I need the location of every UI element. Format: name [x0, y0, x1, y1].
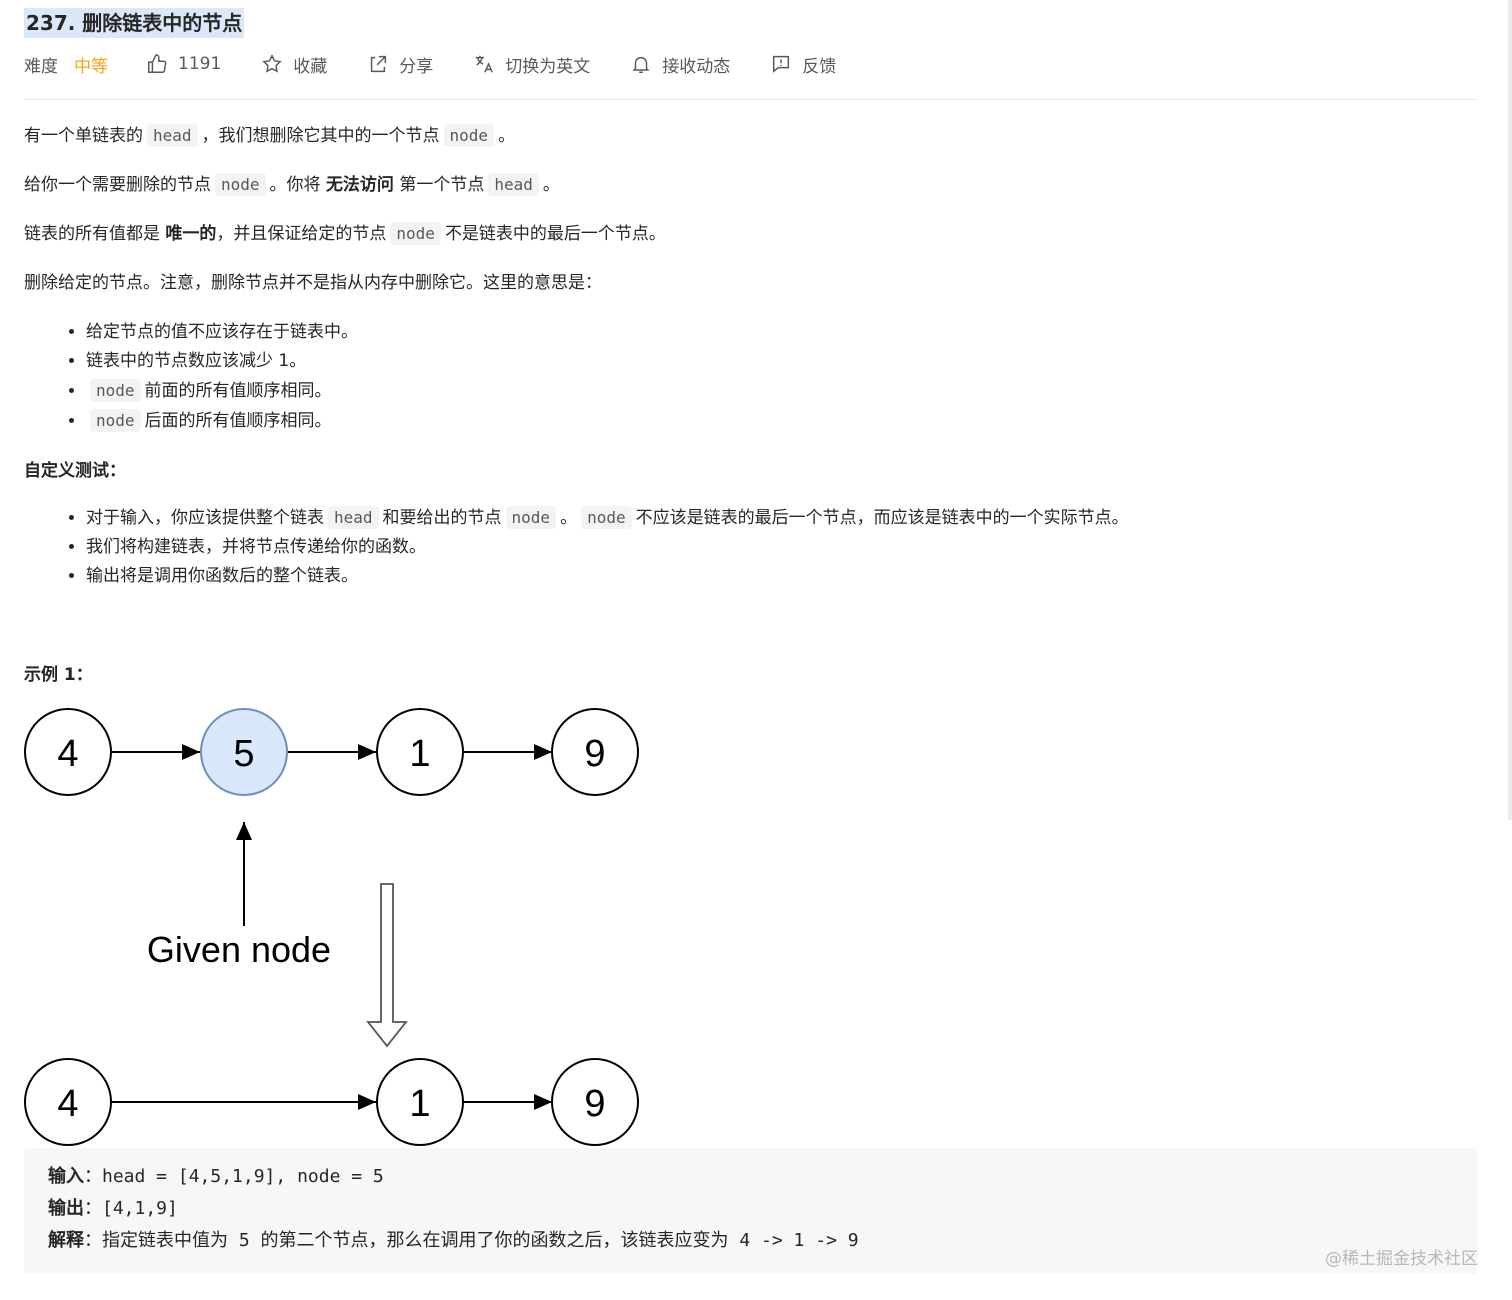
inline-code: node	[215, 173, 266, 196]
thumbs-up-icon	[146, 53, 168, 75]
translate-icon	[473, 53, 495, 75]
header-divider	[24, 99, 1478, 100]
list-item: 对于输入，你应该提供整个链表head和要给出的节点node。node不应该是链表…	[86, 503, 1129, 533]
problem-title: 237. 删除链表中的节点	[24, 8, 245, 38]
node-value: 4	[57, 733, 78, 775]
list-node: 4	[24, 1058, 112, 1146]
node-value: 4	[57, 1083, 78, 1125]
list-node: 1	[376, 1058, 464, 1146]
text: 对于输入，你应该提供整个链表	[86, 508, 324, 528]
explanation-label: 解释	[48, 1230, 84, 1251]
inline-code: node	[390, 222, 441, 245]
text: 后面的所有值顺序相同。	[144, 411, 332, 431]
text: 前面的所有值顺序相同。	[144, 381, 332, 401]
star-icon	[261, 53, 283, 75]
inline-code: head	[147, 124, 198, 147]
output-value: [4,1,9]	[102, 1198, 178, 1219]
text: 不是链表中的最后一个节点。	[444, 224, 666, 244]
node-value: 5	[233, 733, 254, 775]
text: 第一个节点	[399, 175, 485, 195]
description-paragraph-4: 删除给定的节点。注意，删除节点并不是指从内存中删除它。这里的意思是：	[24, 273, 602, 293]
text: 指定链表中值为	[102, 1230, 228, 1251]
custom-test-list: 对于输入，你应该提供整个链表head和要给出的节点node。node不应该是链表…	[64, 503, 1129, 591]
list-item: 输出将是调用你函数后的整个链表。	[86, 562, 1129, 591]
text: 和要给出的节点	[382, 508, 502, 528]
difficulty-label: 难度	[24, 56, 58, 77]
like-count: 1191	[178, 54, 222, 74]
bell-icon	[630, 53, 652, 75]
inline-code: node	[90, 379, 141, 402]
linked-list-diagram: 4 5 1 9 Given node 4 1	[24, 708, 639, 1146]
text: 给你一个需要删除的节点	[24, 175, 211, 195]
subscribe-button[interactable]: 接收动态	[630, 52, 730, 77]
example-code-block: 输入：head = [4,5,1,9], node = 5 输出：[4,1,9]…	[24, 1148, 1478, 1274]
inline-code: head	[488, 173, 539, 196]
text: 。你将	[269, 175, 321, 195]
text: 链表的所有值都是	[24, 224, 160, 244]
list-node: 4	[24, 708, 112, 796]
feedback-label: 反馈	[802, 56, 837, 77]
node-value: 9	[584, 1083, 605, 1125]
inline-code: node	[581, 506, 632, 529]
inline-code: node	[90, 409, 141, 432]
node-value: 9	[584, 733, 605, 775]
code-text: 5	[238, 1230, 250, 1251]
text: ，并且保证给定的节点	[216, 224, 387, 244]
subscribe-label: 接收动态	[662, 56, 731, 77]
favorite-label: 收藏	[293, 56, 328, 77]
example-heading: 示例 1：	[24, 665, 93, 685]
text: 的第二个节点，那么在调用了你的函数之后，该链表应变为	[260, 1230, 729, 1251]
given-node-caption: Given node	[147, 929, 331, 970]
list-item: 给定节点的值不应该存在于链表中。	[86, 318, 358, 347]
emphasis: 唯一的	[165, 224, 217, 244]
requirement-list: 给定节点的值不应该存在于链表中。 链表中的节点数应该减少 1。 node前面的所…	[64, 318, 358, 436]
share-button[interactable]: 分享	[367, 52, 433, 77]
example-output-line: 输出：[4,1,9]	[48, 1198, 178, 1219]
text: 不应该是链表的最后一个节点，而应该是链表中的一个实际节点。	[635, 508, 1129, 528]
switch-language-label: 切换为英文	[505, 56, 591, 77]
difficulty-value: 中等	[74, 56, 108, 77]
transform-arrow	[366, 883, 408, 1048]
list-item: 链表中的节点数应该减少 1。	[86, 347, 358, 376]
input-label: 输入	[48, 1166, 84, 1187]
difficulty: 难度 中等	[24, 52, 108, 77]
text: 。	[542, 175, 560, 195]
share-label: 分享	[399, 56, 434, 77]
text: 有一个单链表的	[24, 126, 143, 146]
custom-test-heading: 自定义测试：	[24, 461, 126, 481]
example-explanation-line: 解释：指定链表中值为 5 的第二个节点，那么在调用了你的函数之后，该链表应变为 …	[48, 1230, 859, 1251]
text: 。	[560, 508, 578, 528]
watermark: @稀土掘金技术社区	[1325, 1249, 1478, 1269]
problem-meta-bar: 难度 中等 1191 收藏 分享 切换为英文	[24, 50, 876, 78]
example-input-line: 输入：head = [4,5,1,9], node = 5	[48, 1166, 384, 1187]
emphasis: 无法访问	[325, 175, 394, 195]
inline-code: node	[505, 506, 557, 529]
input-value: head = [4,5,1,9], node = 5	[102, 1166, 384, 1187]
scrollbar-track[interactable]	[1508, 0, 1512, 820]
feedback-button[interactable]: 反馈	[770, 52, 836, 77]
share-icon	[367, 53, 389, 75]
like-button[interactable]: 1191	[146, 53, 221, 75]
node-value: 1	[409, 1083, 430, 1125]
switch-language-button[interactable]: 切换为英文	[473, 52, 590, 77]
output-label: 输出	[48, 1198, 84, 1219]
inline-code: head	[328, 506, 379, 529]
text: 。	[498, 126, 516, 146]
code-text: 4 -> 1 -> 9	[739, 1230, 859, 1251]
feedback-icon	[770, 53, 792, 75]
list-node: 1	[376, 708, 464, 796]
list-node: 9	[551, 708, 639, 796]
list-item: 我们将构建链表，并将节点传递给你的函数。	[86, 533, 1129, 562]
list-node: 9	[551, 1058, 639, 1146]
favorite-button[interactable]: 收藏	[261, 52, 327, 77]
text: ，我们想删除它其中的一个节点	[201, 126, 440, 146]
list-node-highlighted: 5	[200, 708, 288, 796]
inline-code: node	[443, 124, 495, 147]
node-value: 1	[409, 733, 430, 775]
